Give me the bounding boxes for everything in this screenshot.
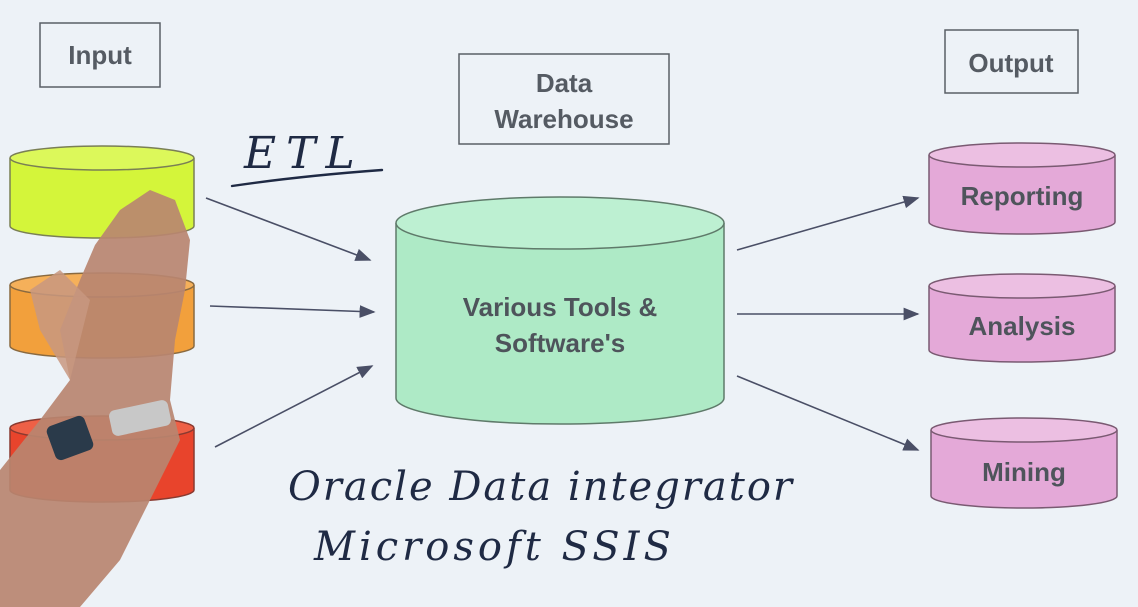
input-header-label: Input <box>68 40 132 70</box>
output-cylinder-mining: Mining <box>930 417 1118 509</box>
output-cylinder-analysis: Analysis <box>928 273 1116 363</box>
output-arrows <box>736 195 920 451</box>
handwritten-line-2: Microsoft SSIS <box>313 524 675 570</box>
output-header-label: Output <box>968 48 1054 78</box>
presenter-hand <box>0 190 190 607</box>
input-header: Input <box>39 22 161 88</box>
output-header: Output <box>944 29 1079 94</box>
handwritten-etl-text: ETL <box>243 128 365 179</box>
output-cylinder-reporting: Reporting <box>928 142 1116 235</box>
output-label-analysis: Analysis <box>969 311 1076 341</box>
output-label-reporting: Reporting <box>961 181 1084 211</box>
handwritten-etl: ETL <box>230 128 384 188</box>
handwritten-line-1: Oracle Data integrator <box>288 464 795 510</box>
warehouse-label-line1: Various Tools & <box>463 292 658 322</box>
output-label-mining: Mining <box>982 457 1066 487</box>
input-arrows <box>205 197 376 448</box>
data-warehouse-header-line2: Warehouse <box>494 104 633 134</box>
data-warehouse-header-line1: Data <box>536 68 593 98</box>
warehouse-label-line2: Software's <box>495 328 625 358</box>
data-warehouse-header: Data Warehouse <box>458 53 670 145</box>
warehouse-cylinder: Various Tools & Software's <box>395 196 725 425</box>
